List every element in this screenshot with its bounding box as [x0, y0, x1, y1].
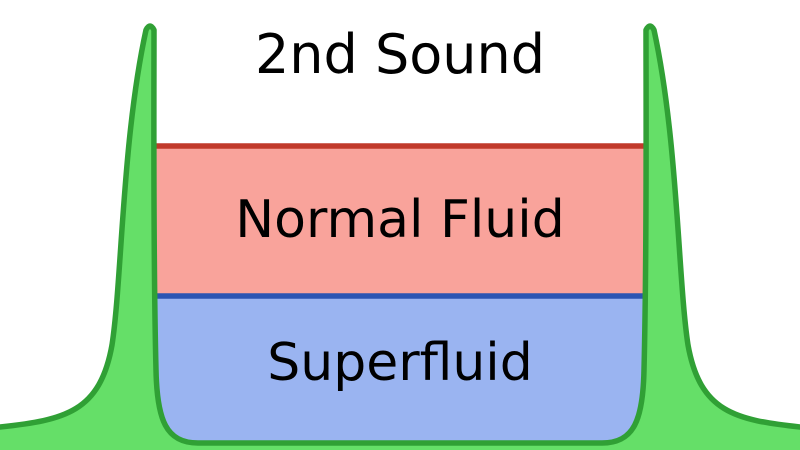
- normal-fluid-label: Normal Fluid: [235, 190, 564, 250]
- superfluid-region: [150, 296, 650, 443]
- normal-fluid-region: [150, 145, 650, 296]
- title-label: 2nd Sound: [255, 23, 545, 86]
- superfluid-label: Superfluid: [267, 333, 533, 393]
- container-wall-outline: [0, 23, 800, 446]
